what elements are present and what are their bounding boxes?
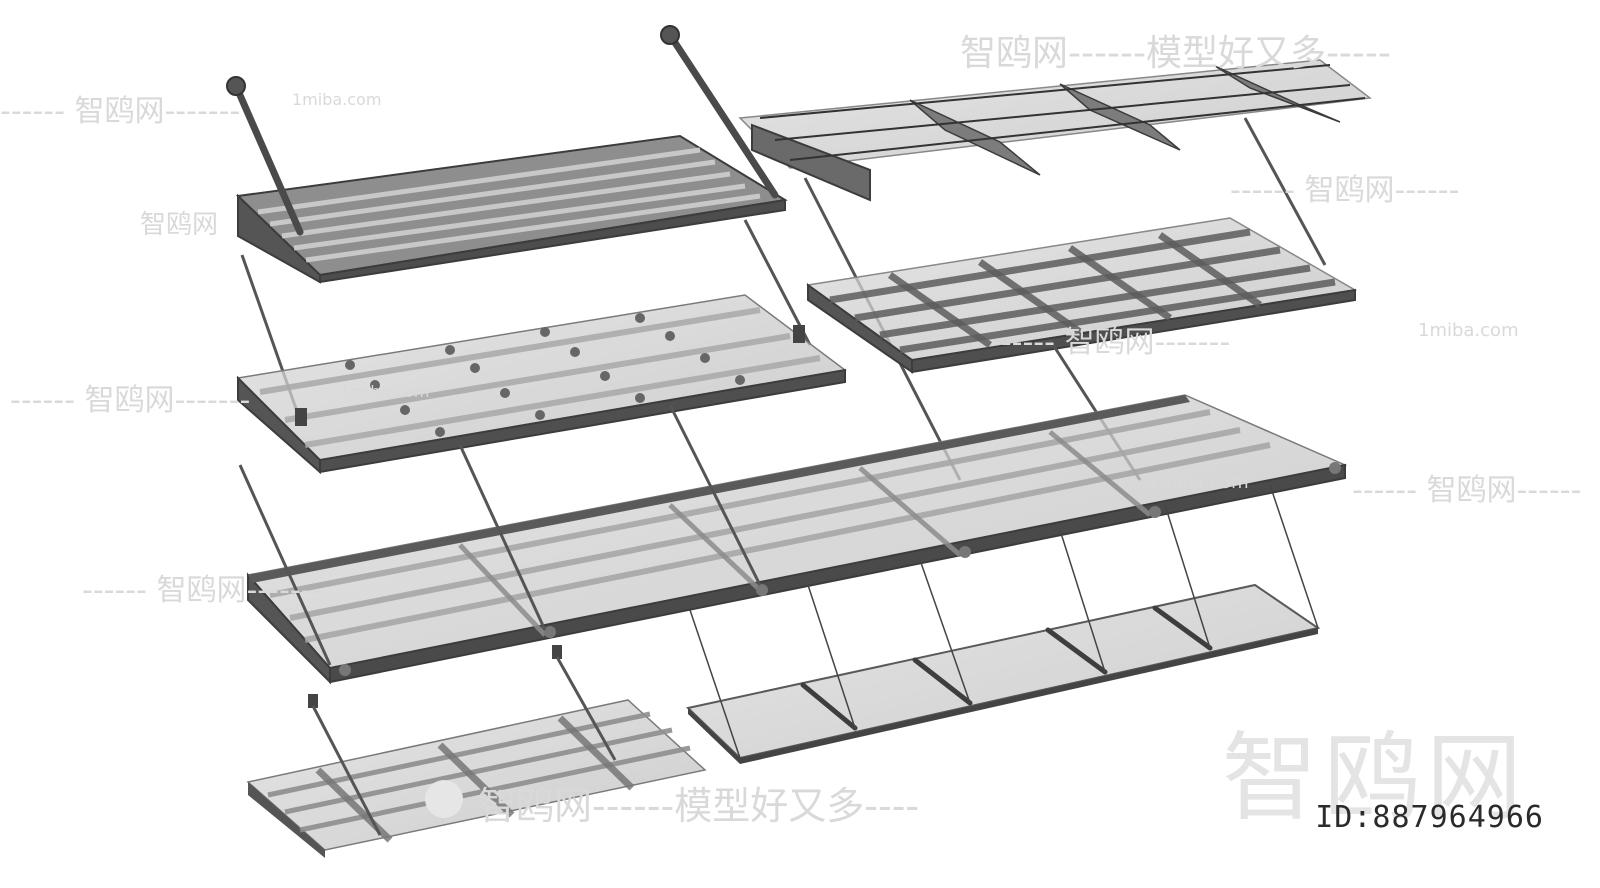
- watermark-big-brand: 智鸥网: [1222, 722, 1528, 834]
- canopy-7-small-glass: [246, 645, 707, 858]
- canopy-6-suspended: [685, 484, 1321, 764]
- canopy-2-glass-spider: [236, 294, 847, 475]
- canopy-1-top-left: [226, 25, 788, 284]
- tie-rod: [743, 219, 812, 346]
- model-id-label: ID:887964966: [1315, 800, 1544, 835]
- canopy-4-grid-frame: [806, 217, 1358, 481]
- canopy-5-long-glass: [238, 394, 1348, 685]
- watermark-logo-icon: [425, 780, 463, 818]
- canopy-3-glass-ibeam: [738, 59, 1372, 481]
